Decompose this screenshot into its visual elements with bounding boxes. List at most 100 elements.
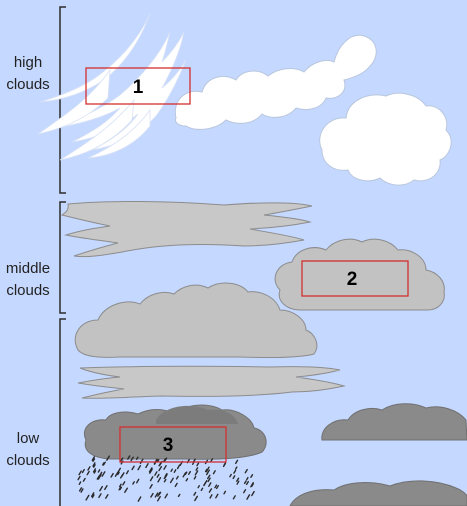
- rain-streak: [154, 492, 159, 498]
- rain-streak: [234, 459, 239, 465]
- rain-streak: [205, 466, 210, 473]
- rain-streak: [91, 456, 96, 461]
- high-clouds-label: high clouds: [6, 54, 50, 93]
- marker-number-2: 2: [347, 269, 358, 290]
- rain-streak: [130, 456, 134, 462]
- rain-streak: [163, 478, 167, 483]
- rain-streak: [149, 476, 154, 482]
- rain-streak: [204, 468, 208, 473]
- rain-streak: [250, 474, 254, 478]
- rain-streak: [164, 473, 168, 479]
- rain-streak: [78, 481, 82, 485]
- rain-streak: [236, 480, 240, 485]
- rain-streak: [251, 483, 255, 487]
- precipitation-streaks: [77, 455, 255, 502]
- rain-streak: [117, 471, 120, 476]
- rain-streak: [114, 471, 119, 477]
- rain-streak: [117, 467, 122, 474]
- rain-streak: [86, 470, 90, 476]
- rain-streak: [77, 475, 81, 481]
- rain-streak: [120, 457, 124, 462]
- rain-streak: [185, 478, 189, 482]
- rain-streak: [175, 475, 179, 480]
- rain-streak: [150, 492, 154, 498]
- high-clouds-bracket: [59, 6, 66, 194]
- rounded-high-cloud: [319, 92, 452, 186]
- rain-streak: [137, 496, 142, 502]
- rain-streak: [169, 477, 174, 484]
- rain-streak: [235, 477, 240, 482]
- rain-streak: [131, 465, 135, 471]
- nimbostratus-cloud: [84, 404, 267, 460]
- cirrus-cloud: [37, 13, 187, 161]
- rain-streak: [82, 477, 86, 482]
- rain-streak: [214, 484, 218, 489]
- rain-streak: [206, 474, 211, 480]
- low-clouds-bracket: [59, 318, 66, 506]
- marker-box-3: 3: [119, 426, 227, 463]
- rain-streak: [234, 466, 238, 470]
- rain-streak: [203, 480, 208, 486]
- rain-streak: [80, 488, 84, 493]
- rain-streak: [222, 462, 227, 468]
- rain-streak: [106, 455, 111, 461]
- marker-number-1: 1: [133, 77, 144, 98]
- rain-streak: [173, 469, 177, 473]
- rain-streak: [118, 483, 122, 488]
- dark-low-cloud: [321, 403, 467, 441]
- rain-streak: [104, 485, 108, 491]
- rain-streak: [205, 469, 211, 476]
- rain-streak: [78, 470, 82, 476]
- distant-low-cloud: [289, 480, 467, 506]
- rain-streak: [251, 490, 255, 497]
- rain-streak: [149, 483, 153, 489]
- rain-streak: [208, 482, 212, 487]
- rain-streak: [97, 469, 101, 473]
- stratocumulus-cloud: [74, 282, 318, 359]
- rain-streak: [156, 473, 160, 478]
- rain-streak: [156, 495, 161, 502]
- rain-streak: [101, 471, 106, 477]
- rain-streak: [245, 480, 250, 486]
- rain-streak: [208, 488, 213, 493]
- rain-streak: [135, 478, 140, 484]
- rain-streak: [158, 491, 162, 496]
- marker-box-1: 1: [85, 67, 191, 105]
- rain-streak: [92, 464, 96, 468]
- rain-streak: [215, 485, 220, 490]
- rain-streak: [243, 480, 247, 485]
- stratus-cloud: [77, 365, 346, 399]
- rain-streak: [92, 462, 96, 467]
- rain-streak: [215, 493, 219, 499]
- middle-clouds-label: middle clouds: [5, 260, 51, 299]
- rain-streak: [122, 481, 126, 486]
- rain-streak: [158, 465, 163, 472]
- rain-streak: [101, 462, 105, 466]
- rain-streak: [102, 461, 106, 466]
- rain-streak: [154, 471, 158, 476]
- rain-streak: [177, 493, 181, 498]
- rain-streak: [194, 470, 199, 476]
- rain-streak: [170, 468, 174, 472]
- rain-streak: [90, 492, 95, 498]
- rain-streak: [242, 489, 247, 494]
- marker-number-3: 3: [163, 435, 174, 456]
- rain-streak: [209, 494, 213, 499]
- low-clouds-label: low clouds: [6, 430, 50, 469]
- rain-streak: [137, 465, 142, 471]
- rain-streak: [197, 485, 201, 489]
- rain-streak: [200, 487, 204, 492]
- rain-streak: [232, 475, 236, 480]
- rain-streak: [149, 468, 153, 474]
- marker-box-2: 2: [301, 260, 409, 297]
- cirrocumulus-cloud: [174, 34, 377, 130]
- rain-streak: [233, 469, 237, 474]
- rain-streak: [132, 481, 135, 485]
- rain-streak: [195, 467, 199, 471]
- rain-streak: [223, 490, 227, 495]
- rain-streak: [207, 477, 211, 483]
- rain-streak: [193, 475, 197, 480]
- rain-streak: [193, 491, 197, 496]
